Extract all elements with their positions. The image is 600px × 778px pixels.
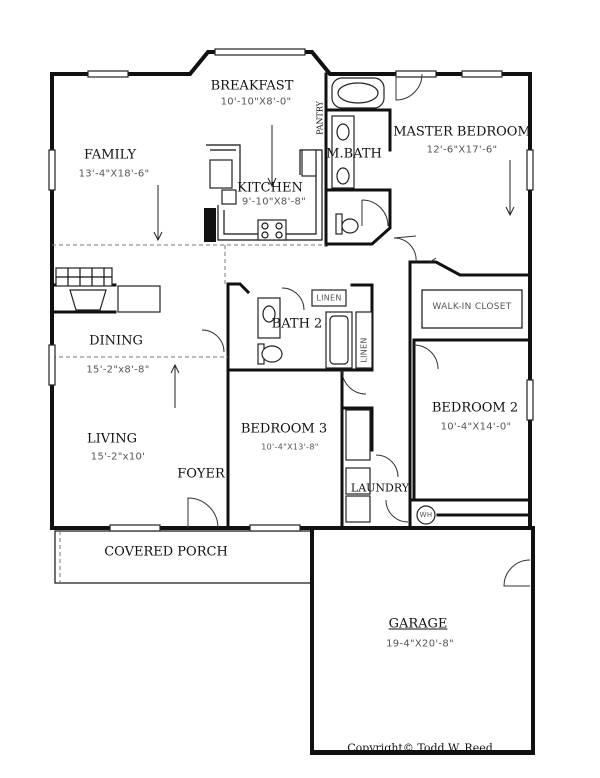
foyer-label: FOYER — [177, 466, 225, 482]
doors — [187, 73, 531, 587]
living-size: 15'-2"x10' — [90, 451, 146, 463]
kitchen-size: 9'-10"X8'-8" — [241, 196, 307, 208]
zone-separators — [52, 244, 326, 358]
interior-walls — [50, 72, 532, 530]
pantry-label: PANTRY — [315, 101, 325, 135]
family-label: FAMILY — [83, 147, 137, 163]
breakfast-label: BREAKFAST — [210, 78, 294, 94]
laundry-label: LAUNDRY — [350, 481, 410, 495]
bedroom2-label: BEDROOM 2 — [431, 400, 519, 416]
dining-size: 15'-2"x8'-8" — [86, 364, 150, 376]
garage-label: GARAGE — [388, 616, 448, 632]
bath2-label: BATH 2 — [271, 316, 323, 332]
master-bath-label: M.BATH — [326, 146, 382, 162]
living-label: LIVING — [86, 431, 138, 447]
master-bedroom-size: 12'-6"X17'-6" — [426, 144, 498, 156]
covered-porch-label: COVERED PORCH — [104, 544, 228, 560]
water-heater-label: WH — [419, 511, 433, 519]
porch-outline — [54, 530, 313, 584]
garage-size: 19-4"X20'-8" — [386, 638, 454, 650]
linen-side-label: LINEN — [359, 337, 369, 363]
bedroom3-label: BEDROOM 3 — [240, 421, 328, 437]
windows — [48, 48, 534, 532]
master-bedroom-label: MASTER BEDROOM — [393, 124, 531, 140]
walk-in-closet-label: WALK-IN CLOSET — [432, 302, 512, 312]
fixtures — [55, 77, 532, 530]
bedroom3-size: 10'-4"X13'-8" — [261, 442, 319, 452]
dimension-arrows — [153, 125, 515, 408]
copyright-text: Copyright© Todd W. Reed — [347, 741, 493, 755]
dining-label: DINING — [89, 333, 143, 349]
family-size: 13'-4"X18'-6" — [78, 168, 150, 180]
kitchen-label: KITCHEN — [237, 180, 303, 196]
garage-wall — [310, 526, 535, 755]
bedroom2-size: 10'-4"X14'-0" — [440, 421, 512, 433]
breakfast-size: 10'-10"X8'-0" — [220, 96, 292, 108]
linen-top-label: LINEN — [316, 293, 342, 303]
